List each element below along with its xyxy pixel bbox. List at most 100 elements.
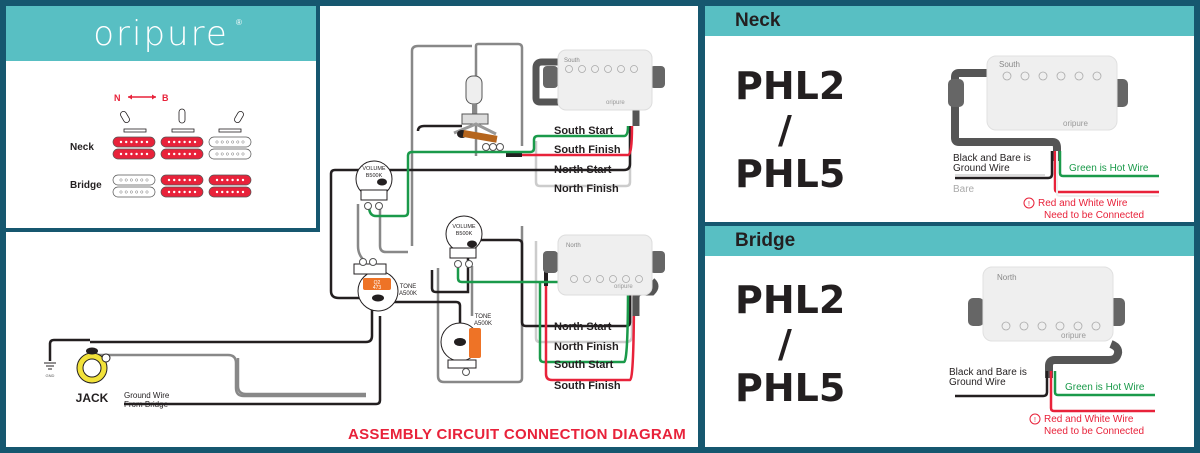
svg-text:!: ! bbox=[1034, 417, 1036, 424]
wire-gray bbox=[436, 226, 524, 384]
diagram-title: ASSEMBLY CIRCUIT CONNECTION DIAGRAM bbox=[347, 426, 686, 443]
pole-piece bbox=[167, 190, 171, 194]
svg-text:TONE: TONE bbox=[400, 284, 417, 290]
pole-piece bbox=[173, 178, 176, 182]
pole-piece bbox=[119, 152, 123, 156]
pickup-brand: oripure bbox=[606, 100, 625, 106]
model-name: PHL2 / PHL5 bbox=[735, 64, 846, 196]
direction-neck: N bbox=[114, 93, 121, 103]
pole-piece bbox=[119, 190, 123, 194]
wire-gray bbox=[96, 353, 366, 398]
pole-piece bbox=[140, 190, 144, 194]
pole-piece bbox=[145, 190, 149, 194]
pole-piece bbox=[183, 178, 186, 182]
wire-gray bbox=[236, 358, 366, 396]
pole-piece bbox=[140, 152, 143, 156]
pickup-brand: oripure bbox=[614, 284, 633, 290]
model-name: PHL2 / PHL5 bbox=[735, 278, 846, 410]
svg-text:GND: GND bbox=[46, 373, 55, 378]
coil-inactive bbox=[208, 148, 252, 160]
pole-piece bbox=[167, 178, 171, 182]
coil-active bbox=[160, 136, 204, 148]
svg-text:473: 473 bbox=[373, 285, 382, 291]
bridge-pickup: North oripure bbox=[543, 234, 665, 296]
hot-note: Green is Hot Wire bbox=[1065, 382, 1145, 393]
bridge-section: Bridge PHL2 / PHL5 North oripure Black a… bbox=[705, 226, 1194, 447]
pole-piece bbox=[226, 178, 229, 182]
wire-label: South Start bbox=[554, 125, 614, 137]
pole-piece bbox=[231, 190, 234, 194]
coil-active bbox=[160, 174, 204, 186]
pole-piece bbox=[220, 152, 224, 156]
pole-piece bbox=[215, 190, 219, 194]
pole-piece bbox=[173, 140, 176, 144]
pole-piece bbox=[145, 140, 149, 144]
output-jack: JACK bbox=[76, 347, 111, 405]
pickup-brand: oripure bbox=[1061, 331, 1086, 340]
capacitor bbox=[469, 328, 481, 358]
svg-text:B500K: B500K bbox=[366, 173, 383, 179]
pole-piece bbox=[225, 140, 229, 144]
switch-chart-graphic: N B Neck Bridge bbox=[70, 93, 252, 198]
pole-piece bbox=[188, 178, 191, 182]
pole-piece bbox=[236, 178, 239, 182]
coil-active bbox=[160, 186, 204, 198]
pole-piece bbox=[193, 152, 197, 156]
section-title: Bridge bbox=[735, 230, 796, 251]
pole-piece bbox=[215, 140, 219, 144]
svg-text:A500K: A500K bbox=[474, 321, 492, 327]
pole-piece bbox=[215, 178, 219, 182]
section-title: Neck bbox=[735, 10, 781, 31]
bridge-wiring-graphic: North oripure Black and Bare is Ground W… bbox=[949, 266, 1155, 437]
svg-text:A500K: A500K bbox=[399, 291, 417, 297]
wire-gray bbox=[474, 42, 524, 156]
pickup-brand: oripure bbox=[1063, 119, 1088, 128]
wiring-diagram: South oripure North oripure South Start … bbox=[44, 42, 665, 409]
capacitor bbox=[363, 278, 391, 290]
pole-piece bbox=[145, 152, 149, 156]
coil-inactive bbox=[112, 174, 156, 186]
ground-note: Black and Bare is bbox=[953, 153, 1031, 164]
neck-section: Neck PHL2 / PHL5 South oripure Black and… bbox=[705, 6, 1194, 222]
wire-gray bbox=[410, 44, 472, 246]
pole-piece bbox=[241, 152, 245, 156]
section-header: Bridge bbox=[705, 226, 1194, 256]
volume-pot-neck: VOLUME B500K bbox=[355, 160, 393, 210]
coil-grid bbox=[112, 136, 252, 198]
pole-piece bbox=[140, 140, 143, 144]
connect-note: Red and White Wire bbox=[1038, 198, 1128, 209]
coil-label: North bbox=[997, 273, 1017, 282]
pole-piece bbox=[130, 190, 133, 194]
pole-piece bbox=[167, 152, 171, 156]
pole-piece bbox=[178, 152, 181, 156]
neck-wiring-graphic: South oripure Black and Bare is Ground W… bbox=[948, 55, 1159, 221]
row-label-bridge: Bridge bbox=[70, 180, 102, 191]
coil-active bbox=[208, 174, 252, 186]
pole-piece bbox=[119, 178, 123, 182]
svg-text:Q2: Q2 bbox=[374, 280, 381, 286]
pole-piece bbox=[231, 178, 234, 182]
pole-piece bbox=[193, 190, 197, 194]
ground-wire-label: Ground Wire bbox=[124, 391, 170, 400]
pole-piece bbox=[135, 152, 138, 156]
pole-piece bbox=[135, 140, 138, 144]
coil-active bbox=[208, 186, 252, 198]
pole-piece bbox=[178, 140, 181, 144]
toggle-switch bbox=[453, 75, 504, 151]
bare-label: Bare bbox=[953, 184, 975, 195]
pole-piece bbox=[183, 140, 186, 144]
pole-piece bbox=[188, 152, 191, 156]
pole-piece bbox=[183, 190, 186, 194]
pole-piece bbox=[125, 140, 128, 144]
pole-piece bbox=[226, 190, 229, 194]
wire-gray bbox=[378, 204, 408, 254]
svg-text:VOLUME: VOLUME bbox=[452, 224, 476, 230]
pole-piece bbox=[225, 152, 229, 156]
neck-pickup: South oripure bbox=[543, 49, 665, 111]
pole-piece bbox=[231, 140, 235, 144]
pole-piece bbox=[236, 140, 240, 144]
pole-piece bbox=[130, 178, 133, 182]
coil-inactive bbox=[112, 186, 156, 198]
pole-piece bbox=[173, 190, 176, 194]
pole-piece bbox=[173, 152, 176, 156]
